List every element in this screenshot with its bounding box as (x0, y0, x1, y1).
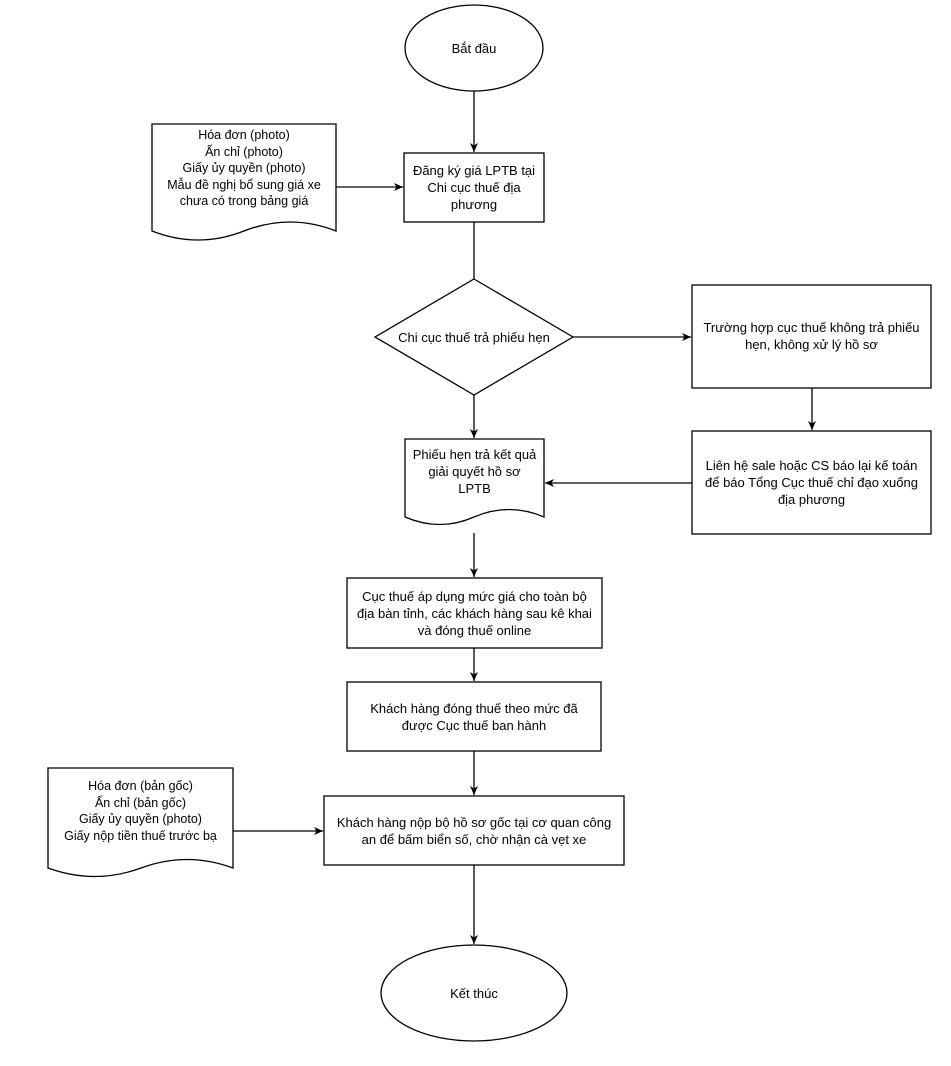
end-node (380, 944, 568, 1042)
start-label: Bắt đầu (451, 40, 497, 56)
contact-sale-label: Liên hệ sale hoặc CS báo lại kế toán để … (705, 458, 918, 507)
apply-price-label: Cục thuế áp dụng mức giá cho toàn bộ địa… (357, 588, 592, 638)
no-response-box (691, 284, 932, 389)
docs-original-node (47, 767, 234, 878)
apply-price-box (346, 577, 603, 649)
register-label: Đăng ký giá LPTB tại Chi cục thuế địa ph… (412, 163, 536, 212)
submit-original-label: Khách hàng nộp bộ hồ sơ gốc tại cơ quan … (336, 814, 612, 847)
submit-original-box (323, 795, 625, 866)
docs-input-label: Hóa đơn (photo) Ấn chỉ (photo) Giấy ủy q… (167, 128, 321, 208)
decision-label: Chi cục thuế trả phiếu hẹn (398, 329, 550, 345)
docs-input-node (151, 123, 337, 241)
appointment-doc-label: Phiếu hẹn trả kết quả giải quyết hồ sơ L… (412, 447, 537, 496)
register-box (403, 152, 545, 223)
no-response-label: Trường hợp cục thuế không trả phiếu hẹn,… (703, 320, 920, 352)
pay-tax-label: Khách hàng đóng thuế theo mức đã được Cụ… (370, 700, 578, 733)
docs-original-label: Hóa đơn (bản gốc) Ấn chỉ (bản gốc) Giấy … (64, 779, 217, 843)
appointment-doc-node (404, 438, 545, 526)
pay-tax-box (346, 681, 602, 752)
end-label: Kết thúc (450, 985, 498, 1001)
